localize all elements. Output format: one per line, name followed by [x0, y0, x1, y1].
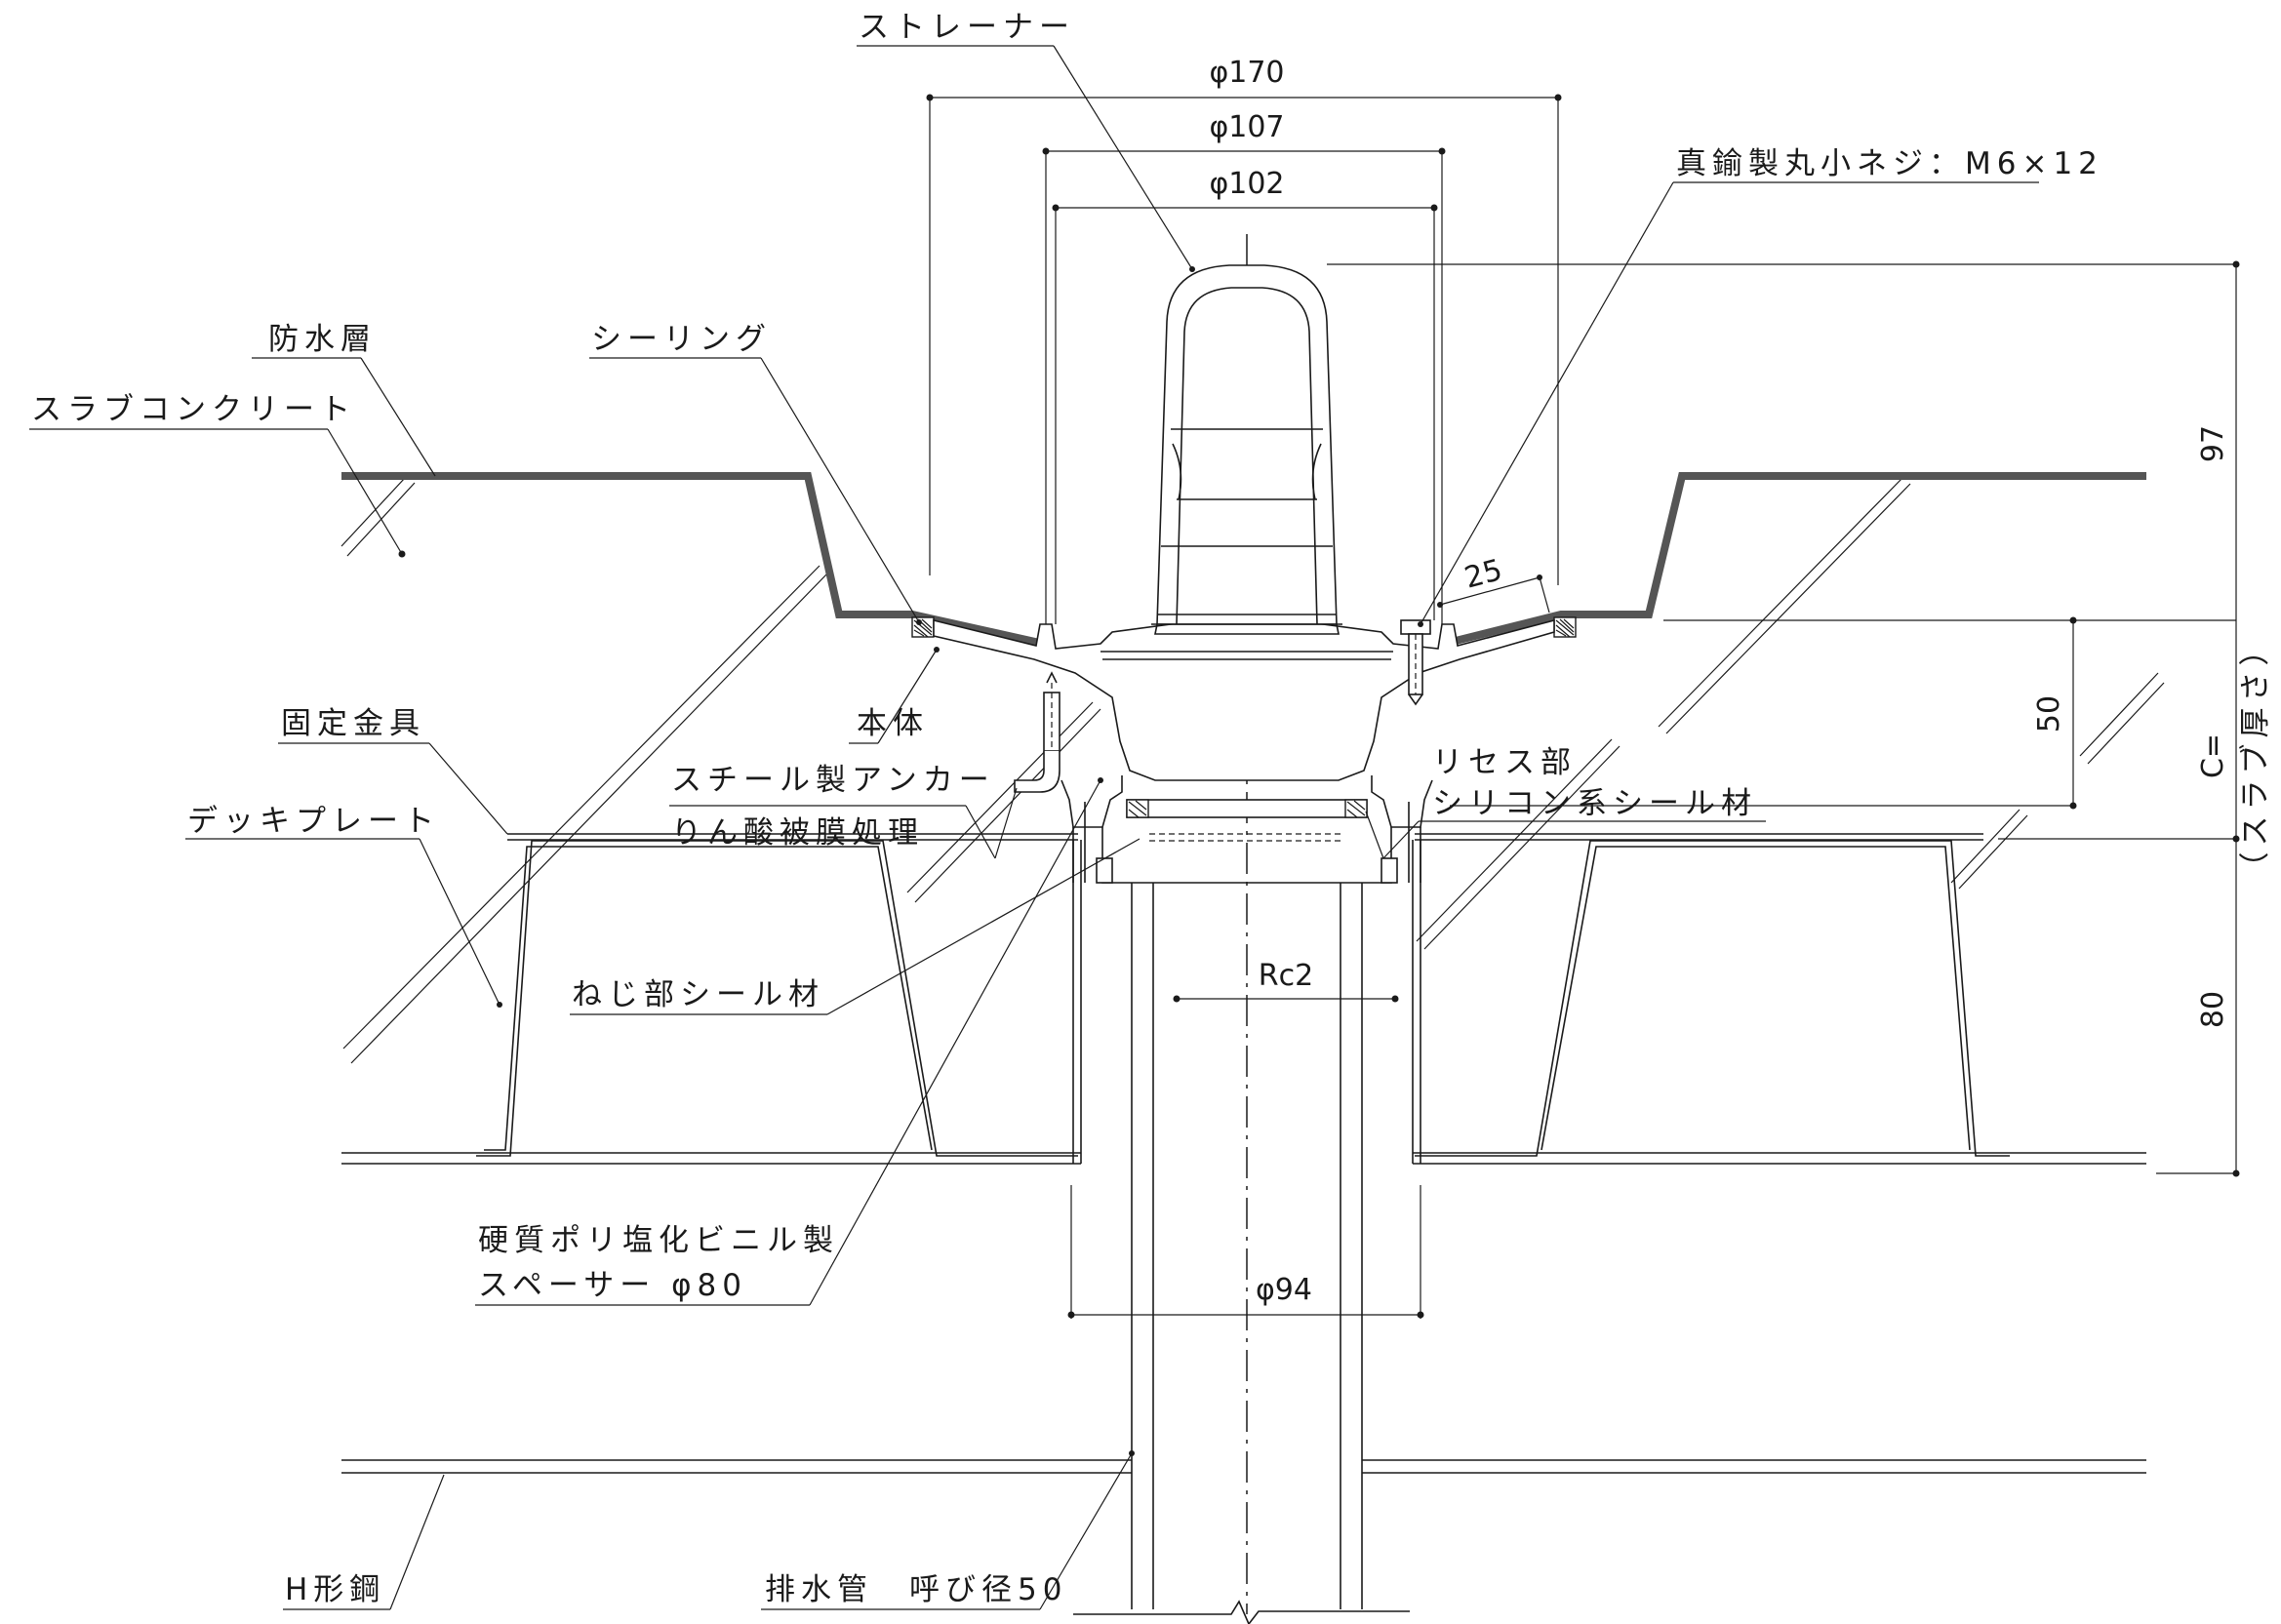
- leader-sealing: [589, 357, 922, 625]
- dimension-25-text: 25: [1461, 553, 1506, 596]
- gasket-ring: [1126, 799, 1368, 842]
- leader-steel-anchor: [669, 787, 1018, 859]
- waterproof-layer-line: [341, 472, 1045, 648]
- leader-waterproof-layer: [252, 357, 436, 477]
- leader-drain-pipe: [761, 1450, 1135, 1610]
- label-strainer: ストレーナー: [859, 10, 1075, 45]
- label-thread-seal: ねじ部シール材: [572, 977, 824, 1012]
- dimension-80-text: 80: [2196, 991, 2230, 1028]
- leader-deck-plate: [185, 838, 502, 1008]
- leader-h-steel: [283, 1474, 445, 1610]
- label-sealing: シーリング: [591, 322, 772, 357]
- label-h-steel: H形鋼: [285, 1572, 385, 1607]
- label-spacer-line2: スペーサー φ80: [478, 1268, 747, 1303]
- label-slab-concrete: スラブコンクリート: [31, 392, 356, 427]
- dimension-d102-text: φ102: [1209, 167, 1284, 201]
- label-waterproof-layer: 防水層: [268, 322, 377, 357]
- label-steel-anchor-line1: スチール製アンカー: [671, 763, 995, 798]
- label-steel-anchor-line2: りん酸被膜処理: [671, 815, 924, 851]
- label-drain-pipe: 排水管 呼び径50: [765, 1572, 1067, 1607]
- dimension-25: [1437, 574, 1550, 614]
- waterproof-layer-line-right: [1443, 472, 2146, 648]
- steel-anchor: [1014, 671, 1060, 793]
- leader-spacer: [475, 777, 1103, 1306]
- dimension-d170: [926, 94, 1562, 585]
- leader-recess: [1365, 811, 1766, 859]
- drain-body: [933, 618, 1555, 884]
- dimension-97-text: 97: [2196, 425, 2230, 462]
- drain-pipe: [1073, 883, 1410, 1624]
- label-body: 本体: [857, 706, 929, 741]
- dimension-d107: [1042, 147, 1446, 624]
- strainer-dome: [1151, 264, 1342, 635]
- dimension-50: [1450, 616, 2077, 810]
- leader-fixing-bracket: [278, 742, 508, 835]
- dimension-d107-text: φ107: [1209, 110, 1284, 144]
- dimension-d102: [1052, 204, 1438, 624]
- slab-thickness-text: （スラブ厚さ）: [2238, 630, 2273, 883]
- label-recess-line1: リセス部: [1432, 745, 1577, 780]
- dimension-d94: [1067, 1185, 1424, 1319]
- leader-thread-seal: [570, 838, 1140, 1015]
- leader-slab-concrete: [29, 428, 406, 558]
- dimension-c-equals-text: C=: [2196, 733, 2230, 778]
- dimension-50-text: 50: [2032, 695, 2066, 733]
- label-deck-plate: デッキプレート: [187, 804, 440, 839]
- leader-body: [849, 647, 940, 744]
- dimension-rc2: [1173, 995, 1399, 1003]
- label-recess-line2: シリコン系シール材: [1432, 786, 1757, 821]
- deck-plate: [341, 833, 2146, 1165]
- dimension-right-vertical: [1327, 260, 2240, 1177]
- dimension-d94-text: φ94: [1256, 1273, 1312, 1307]
- label-spacer-line1: 硬質ポリ塩化ビニル製: [478, 1223, 839, 1258]
- h-steel: [341, 1459, 2146, 1474]
- label-brass-screw: 真鍮製丸小ネジ：M6×12: [1676, 146, 2103, 181]
- brass-screw: [1400, 619, 1431, 706]
- label-fixing-bracket: 固定金具: [281, 706, 425, 741]
- leader-strainer: [857, 45, 1195, 272]
- leader-brass-screw: [1418, 181, 2039, 627]
- dimension-rc2-text: Rc2: [1259, 959, 1313, 993]
- dimension-d170-text: φ170: [1209, 56, 1284, 90]
